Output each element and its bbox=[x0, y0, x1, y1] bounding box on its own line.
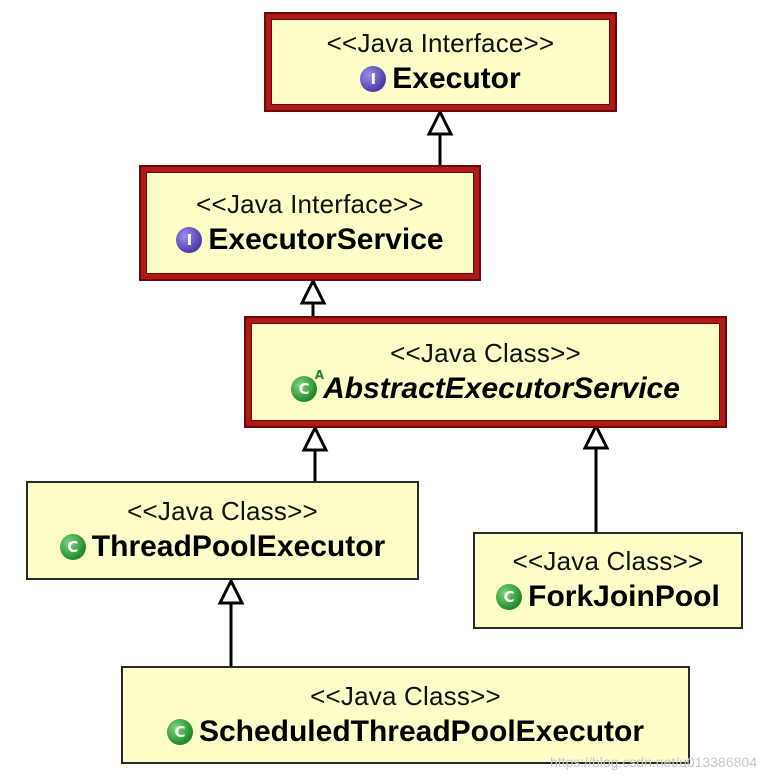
name-row: C ScheduledThreadPoolExecutor bbox=[166, 714, 645, 748]
stereotype-label: <<Java Class>> bbox=[310, 680, 501, 711]
class-icon: C bbox=[166, 718, 193, 745]
arrowhead-abstract-right bbox=[582, 422, 610, 450]
abstract-mark-icon: A bbox=[314, 367, 325, 382]
name-row: C ForkJoinPool bbox=[496, 581, 720, 613]
class-name: ExecutorService bbox=[208, 222, 444, 256]
name-row: C A AbstractExecutorService bbox=[291, 368, 680, 405]
name-row: I Executor bbox=[360, 61, 521, 95]
name-row: I ExecutorService bbox=[176, 222, 444, 256]
abstract-class-icon: C A bbox=[291, 368, 324, 402]
node-fork-join-pool[interactable]: <<Java Class>> C ForkJoinPool bbox=[473, 532, 743, 629]
class-icon: C bbox=[496, 584, 523, 611]
name-row: C ThreadPoolExecutor bbox=[59, 530, 386, 564]
interface-icon: I bbox=[176, 226, 203, 253]
stereotype-label: <<Java Class>> bbox=[512, 546, 704, 577]
class-badge-letter: C bbox=[298, 379, 310, 398]
class-name: ScheduledThreadPoolExecutor bbox=[198, 714, 645, 748]
arrowhead-executorservice bbox=[299, 277, 327, 305]
class-name: AbstractExecutorService bbox=[323, 371, 680, 405]
class-name: Executor bbox=[392, 61, 521, 95]
arrowhead-threadpool bbox=[217, 577, 245, 605]
class-name: ForkJoinPool bbox=[528, 580, 720, 614]
interface-icon: I bbox=[360, 65, 387, 92]
stereotype-label: <<Java Class>> bbox=[127, 496, 318, 527]
watermark-text: https://blog.csdn.net/u013386804 bbox=[549, 754, 757, 770]
node-thread-pool-executor[interactable]: <<Java Class>> C ThreadPoolExecutor bbox=[26, 481, 419, 580]
stereotype-label: <<Java Interface>> bbox=[326, 27, 555, 58]
arrowhead-executor bbox=[426, 108, 454, 136]
node-scheduled-thread-pool-executor[interactable]: <<Java Class>> C ScheduledThreadPoolExec… bbox=[121, 666, 690, 764]
stereotype-label: <<Java Interface>> bbox=[196, 188, 424, 219]
node-executor-service[interactable]: <<Java Interface>> I ExecutorService bbox=[139, 165, 481, 281]
node-executor[interactable]: <<Java Interface>> I Executor bbox=[264, 12, 617, 112]
class-icon: C bbox=[59, 534, 86, 561]
stereotype-label: <<Java Class>> bbox=[390, 337, 581, 368]
node-abstract-executor-service[interactable]: <<Java Class>> C A AbstractExecutorServi… bbox=[244, 316, 727, 428]
class-name: ThreadPoolExecutor bbox=[91, 530, 386, 564]
arrowhead-abstract-left bbox=[301, 424, 329, 452]
